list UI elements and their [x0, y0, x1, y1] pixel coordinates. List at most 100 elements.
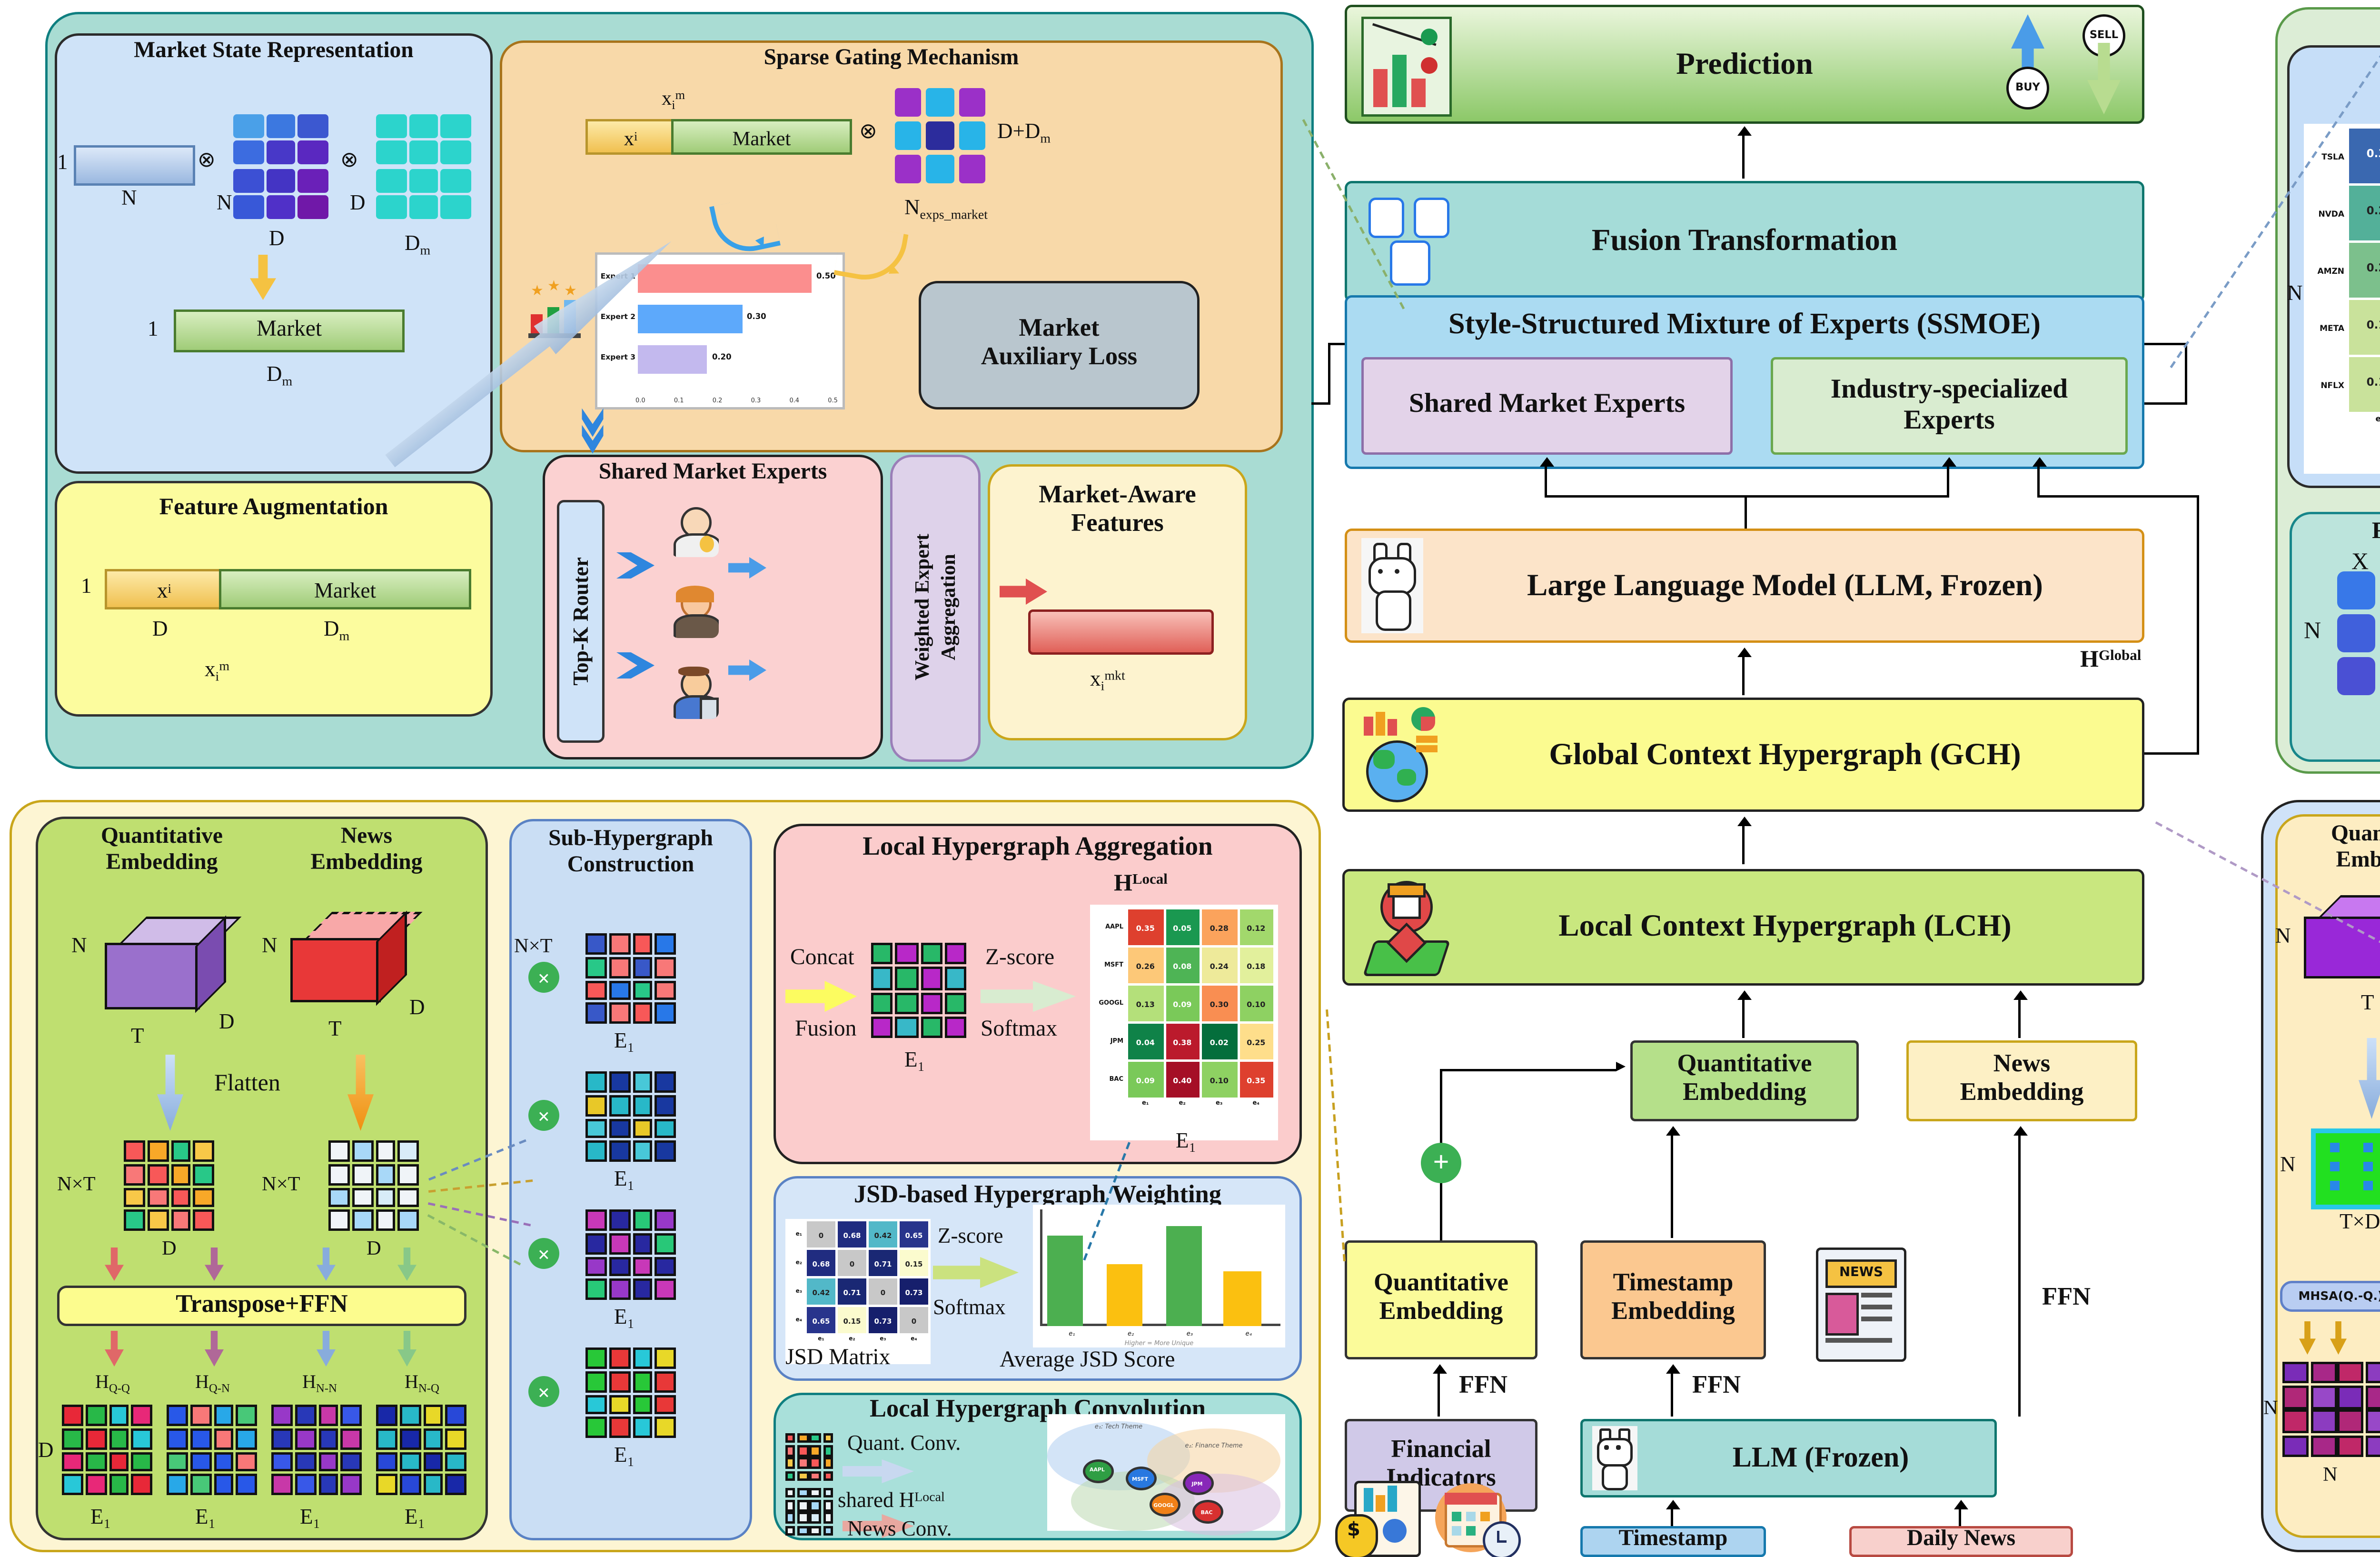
sparse-gating-market-title: Sparse Gating Mechanism — [764, 48, 1019, 71]
ssmoe-frame-left — [1328, 341, 1331, 404]
ffn-te-label: FFN — [1692, 1374, 1741, 1400]
ssmoe-title: Style-Structured Mixture of Experts (SSM… — [1448, 307, 2041, 340]
llm-to-shared-arrow — [1537, 457, 1557, 498]
fa-d-label: D — [152, 617, 168, 640]
fusion-label: Fusion — [795, 1019, 857, 1043]
lha-e1: E₁ — [904, 1048, 925, 1071]
lhc-shared-label: shared HLocal — [838, 1488, 945, 1512]
avgjsd-local-label: Average JSD Score — [1000, 1350, 1175, 1374]
bl-q-n: N — [71, 933, 87, 957]
dim-n2-label: N — [217, 190, 232, 214]
bl-nxt2: N×T — [262, 1171, 300, 1195]
otimes3-icon: ⊗ — [859, 119, 877, 143]
news-flat-matrix — [328, 1140, 419, 1231]
lch-title: Local Context Hypergraph (LCH) — [1558, 908, 2012, 944]
hglobal-line-v — [2197, 495, 2200, 755]
ssmoe-frame-right — [2185, 341, 2188, 404]
mult-circle1-icon: × — [528, 962, 559, 993]
hglobal-to-industry-arrow — [2030, 457, 2049, 498]
h-nq-matrix — [376, 1405, 466, 1495]
shc-matrix4 — [585, 1347, 676, 1438]
timestamp-box: Timestamp — [1580, 1526, 1766, 1557]
xi-mkt-label: ximkt — [1090, 667, 1125, 695]
calendar-clock-icon — [1435, 1478, 1523, 1557]
br-q-n: N — [2275, 924, 2291, 948]
shc-matrix3 — [585, 1209, 676, 1300]
lha-e1b: E₁ — [1176, 1128, 1197, 1152]
jsd-local-zscore: Z-score — [938, 1224, 1003, 1248]
dn-to-llm-arrow — [1952, 1500, 1971, 1526]
attn-n-left: N — [2263, 1395, 2278, 1419]
fc-x-matrix — [2337, 571, 2380, 695]
attention-scores-label: Attention Scores — [2344, 1500, 2380, 1529]
weighted-expert-agg-left — [890, 455, 981, 762]
llm-frozen-title: LLM (Frozen) — [1732, 1439, 1909, 1473]
newspaper-icon: NEWS — [1816, 1248, 1906, 1362]
llama-icon — [1361, 538, 1423, 633]
hlocal-title: HLocal — [1114, 871, 1168, 898]
transpose-ffn-bar: Transpose+FFN — [57, 1286, 466, 1326]
fa-xim-label: xim — [205, 657, 230, 686]
h-nq-label: HN-Q — [405, 1371, 439, 1397]
topk-router-box — [557, 500, 605, 743]
ffn-fi-label: FFN — [1459, 1374, 1508, 1400]
h-qn-label: HQ-N — [195, 1371, 230, 1397]
te-to-qe-arrow — [1664, 1126, 1683, 1238]
fusion-transformation-box: Fusion Transformation — [1345, 181, 2144, 302]
lhc-news-matrix — [785, 1488, 833, 1536]
globe-chart-icon — [1359, 707, 1449, 802]
plus-elbow-h — [1440, 1069, 1616, 1072]
topk-router-label: Top-K Router — [568, 557, 593, 686]
br-quant-cube-icon — [2299, 890, 2380, 986]
feature-augmentation-title: Feature Augmentation — [159, 495, 388, 521]
bl-e1c: E₁ — [300, 1505, 321, 1528]
quant-flat-matrix — [124, 1140, 214, 1231]
qe-to-lch-arrow — [1735, 990, 1754, 1038]
h-qq-matrix — [62, 1405, 152, 1495]
bl-d3: D — [38, 1438, 54, 1462]
mult-circle2-icon: × — [528, 1100, 559, 1131]
sub-hypergraph-construction-panel — [509, 819, 752, 1540]
llm-to-ne-arrow — [2011, 1126, 2030, 1417]
br-n2: N — [2280, 1152, 2296, 1176]
wea-left-label1: Weighted Expert — [910, 533, 934, 681]
shc-nxt: N×T — [514, 933, 553, 957]
h-nn-label: HN-N — [302, 1371, 337, 1397]
bl-n-t: T — [328, 1017, 342, 1040]
dim-1-label: 1 — [57, 150, 68, 174]
it-n-label: N — [2287, 281, 2303, 305]
bl-nxt1: N×T — [57, 1171, 96, 1195]
fa-dm-label: Dm — [324, 617, 350, 645]
lha-title: Local Hypergraph Aggregation — [863, 833, 1213, 862]
flatten-label: Flatten — [214, 1071, 280, 1098]
llm-bracket-stub — [1745, 495, 1747, 529]
lha-zscore: Z-score — [985, 948, 1055, 971]
jsd-local-matrix-label: JSD Matrix — [785, 1347, 891, 1371]
market-vector2: Market — [671, 119, 852, 155]
feature-concat-title: Feature Concatenation — [2290, 519, 2380, 546]
dim-d2-label: D — [350, 190, 366, 214]
lhc-quant-matrix — [785, 1433, 833, 1481]
stock-chart-icon — [1361, 17, 1452, 117]
market-aware-features-panel — [988, 464, 1247, 740]
ne-to-lch-arrow — [2011, 990, 2030, 1038]
mhsa-qq-pill: MHSA(Q.-Q.) — [2280, 1281, 2380, 1312]
hglobal-line-h1 — [2040, 495, 2199, 498]
bl-q-t: T — [131, 1024, 144, 1048]
fused-matrix — [871, 943, 966, 1038]
expert-avatar-analyst-icon — [671, 667, 719, 719]
expert-avatar-woman-icon — [671, 586, 719, 638]
shc-matrix2 — [585, 1071, 676, 1162]
dim-dm-label: Dm — [405, 231, 431, 260]
